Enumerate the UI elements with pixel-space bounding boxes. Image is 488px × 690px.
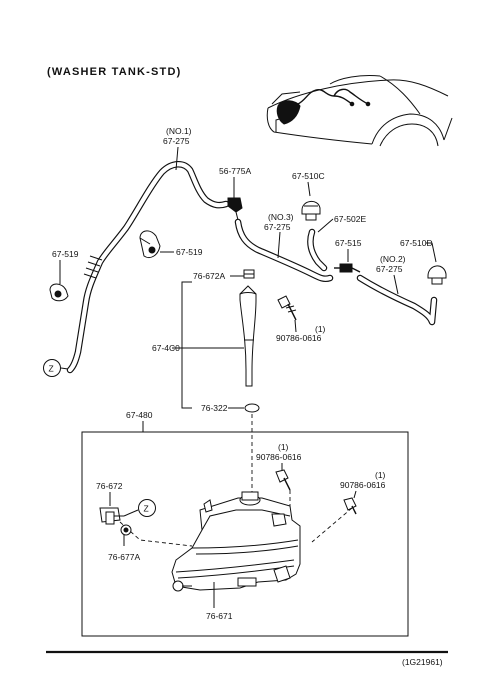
motor-672-label: 76-672 (96, 481, 123, 491)
nozzle-510d-leader-b (431, 242, 437, 263)
hose-502e-leader (317, 218, 334, 233)
pipe-4c0-label: 67-4C0 (152, 343, 180, 353)
nozzle-510c-leader (307, 181, 311, 197)
hose-no2-leader (393, 274, 399, 295)
bolt-upper-leader (294, 319, 297, 333)
nozzle-510d-label: 67-510D (400, 238, 433, 248)
pipe-4c0 (239, 285, 257, 387)
tank-assy-480-box (81, 431, 409, 637)
clip-519-left-label: 67-519 (52, 249, 79, 259)
bolt-upper-qty: (1) (315, 324, 326, 334)
bolt-upper (277, 295, 297, 321)
cap-672a-label: 76-672A (193, 271, 225, 281)
hose-no2 (356, 274, 438, 326)
hose-no3-number: 67-275 (264, 222, 291, 232)
connector-515 (334, 263, 361, 273)
tank-671 (171, 491, 301, 592)
bolt-right-qty: (1) (375, 470, 386, 480)
connection-z-left-label: Z (49, 364, 54, 374)
bolt-right (343, 497, 357, 515)
tank-assy-480-label: 67-480 (126, 410, 153, 420)
nozzle-510c-label: 67-510C (292, 171, 325, 181)
bolt-right-number: 90786-0616 (340, 480, 386, 490)
motor-672 (99, 507, 124, 525)
hose-no1-leader (175, 146, 179, 171)
nozzle-510d (427, 265, 447, 285)
nozzle-510c (301, 201, 321, 221)
guide-line-bolt-right (311, 507, 353, 543)
clip-519-right (139, 230, 161, 259)
hose-no3 (234, 218, 334, 283)
bolt-right-leader (353, 490, 357, 499)
bolt-mid-qty: (1) (278, 442, 289, 452)
clip-519-left (49, 283, 69, 302)
catalog-code: (1G21961) (402, 657, 443, 667)
bolt-mid-number: 90786-0616 (256, 452, 302, 462)
joint-56-775a (227, 197, 243, 221)
grommet-677a-label: 76-677A (108, 552, 140, 562)
grommet-677a-core (123, 527, 129, 533)
connector-515-label: 67-515 (335, 238, 362, 248)
clip-519-right-label: 67-519 (176, 247, 203, 257)
tank-671-label: 76-671 (206, 611, 233, 621)
cap-672a (243, 269, 255, 279)
bolt-upper-number: 90786-0616 (276, 333, 322, 343)
hose-no2-note: (NO.2) (380, 254, 406, 264)
hose-no1-note: (NO.1) (166, 126, 192, 136)
connection-z-right-label: Z (144, 504, 149, 514)
connection-z-right: Z (123, 499, 156, 517)
car-silhouette (266, 75, 453, 147)
guide-line-motor (119, 521, 193, 547)
bolt-mid (275, 469, 291, 491)
packing-322-label: 76-322 (201, 403, 228, 413)
hose-no3-note: (NO.3) (268, 212, 294, 222)
group-bracket (181, 281, 192, 409)
connection-z-left: Z (43, 359, 69, 377)
joint-56-775a-label: 56-775A (219, 166, 251, 176)
hose-502e-label: 67-502E (334, 214, 366, 224)
hose-no1 (66, 161, 230, 374)
hose-no1-number: 67-275 (163, 136, 190, 146)
hose-no2-number: 67-275 (376, 264, 403, 274)
packing-322 (244, 403, 260, 413)
diagram-title: (WASHER TANK-STD) (47, 66, 181, 78)
hose-no3-leader (277, 231, 281, 259)
hose-502e (307, 228, 328, 272)
